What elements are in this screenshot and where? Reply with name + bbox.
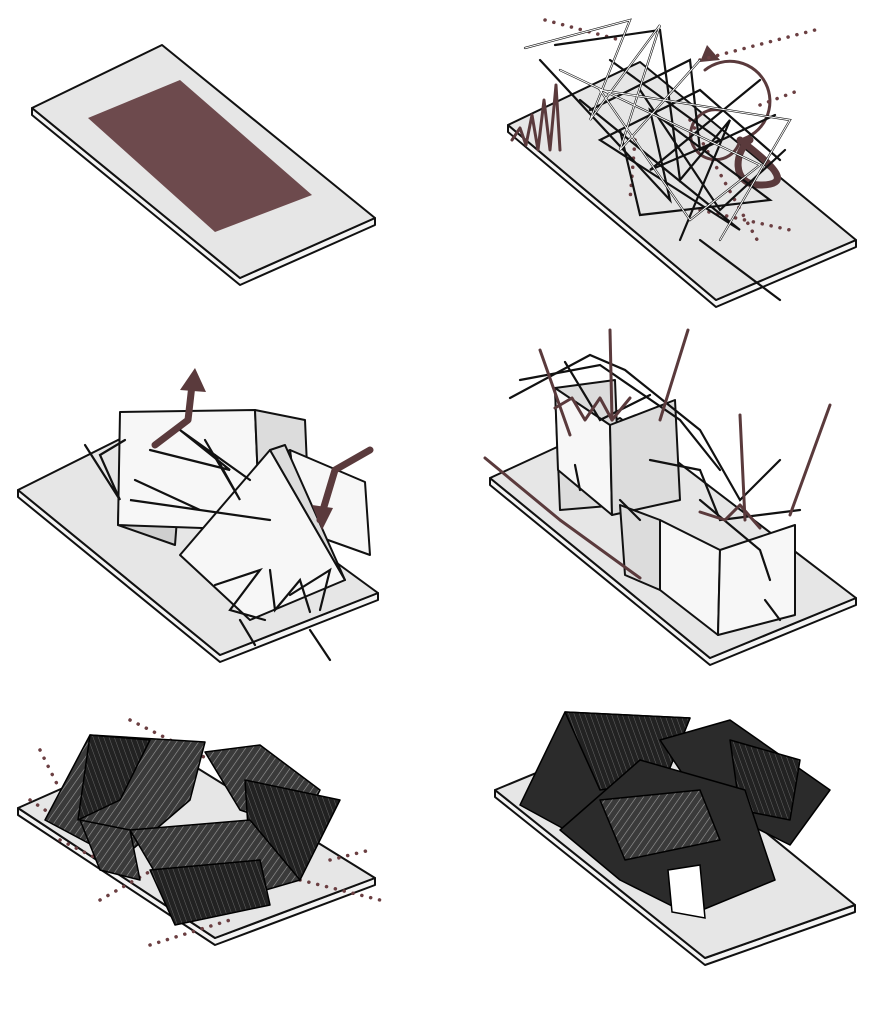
mass-plane <box>79 819 141 881</box>
box-front-right-4 <box>717 524 796 636</box>
dotted-line <box>628 138 637 202</box>
arrow <box>738 413 747 522</box>
ground-stick <box>698 238 782 302</box>
dotted-line <box>688 118 762 247</box>
up-arrowhead <box>180 368 206 392</box>
panel-sticks-forces <box>507 18 857 308</box>
down-arrowhead <box>312 505 333 530</box>
roof-sticks-4 <box>508 353 802 622</box>
slab-top-2 <box>507 61 857 301</box>
spiral-arrow-head <box>734 136 781 189</box>
spiral-arrowhead <box>700 45 720 62</box>
zigzag <box>698 503 762 530</box>
mass-plane <box>149 859 271 926</box>
arrow <box>608 328 614 422</box>
zigzag <box>553 396 632 422</box>
panel-boxes-roof <box>483 328 857 666</box>
up-arrow <box>151 381 196 449</box>
stick-cluster <box>523 18 792 302</box>
site-footprint <box>88 80 312 232</box>
wave-force <box>510 83 562 152</box>
dotted-line <box>758 88 802 107</box>
down-arrow <box>316 446 374 524</box>
stick-cluster-3 <box>83 429 332 662</box>
sweep-arrow <box>483 456 642 580</box>
panel-final-mass <box>494 711 856 966</box>
mass-plane <box>77 734 151 821</box>
box-back-right-4 <box>609 399 681 516</box>
entry-opening <box>667 864 706 919</box>
arrow <box>788 403 832 517</box>
panel-hatched-mass <box>17 718 382 947</box>
dotted-line <box>698 208 792 232</box>
box-front-shadow-4 <box>619 504 661 591</box>
arrow <box>658 328 690 422</box>
panel-site <box>31 44 376 286</box>
dotted-line <box>38 748 62 792</box>
panel-boxes-sticks <box>17 368 379 663</box>
arrow <box>538 348 572 437</box>
dotted-line <box>698 28 817 62</box>
mass-block <box>599 789 721 861</box>
